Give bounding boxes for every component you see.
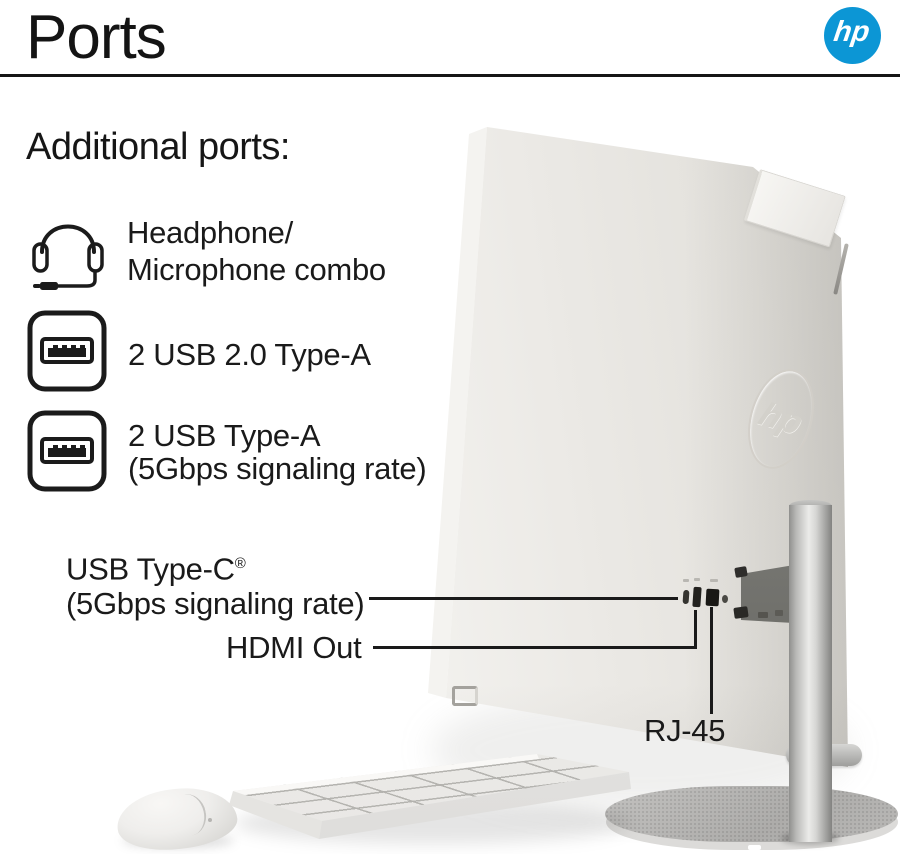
page-title: Ports	[26, 3, 167, 72]
port-label-line: 2 USB Type-A	[128, 418, 321, 453]
bracket-notch	[775, 610, 783, 616]
port-label-line: Microphone combo	[127, 252, 386, 287]
port-label-usba: 2 USB Type-A (5Gbps signaling rate)	[128, 418, 427, 486]
section-heading: Additional ports:	[26, 126, 291, 168]
usb-c-label: USB Type-C®	[66, 551, 246, 587]
registered-mark: ®	[234, 555, 246, 572]
headset-icon	[32, 224, 104, 290]
stand-base	[605, 786, 898, 842]
power-port	[722, 595, 728, 603]
hdmi-port	[692, 586, 702, 608]
usb-c-port	[682, 589, 690, 605]
port-label-line: 2 USB 2.0 Type-A	[128, 337, 371, 372]
hdmi-callout-line-vertical	[694, 610, 697, 649]
stand-pole	[789, 505, 832, 842]
port-label-line: Headphone/	[127, 215, 293, 250]
rj45-callout: RJ-45	[644, 713, 726, 748]
usb-c-callout: USB Type-C® (5Gbps signaling rate)	[66, 546, 365, 622]
bracket-notch	[758, 612, 768, 618]
usb-a-icon	[27, 310, 107, 392]
bracket-tab	[734, 566, 748, 578]
hdmi-callout-line	[373, 646, 697, 649]
hdmi-callout: HDMI Out	[226, 630, 362, 665]
hp-logo-text: hp	[831, 16, 872, 48]
port-marking	[694, 578, 700, 581]
port-label-headphone: Headphone/ Microphone combo	[127, 214, 386, 288]
stand-base-notch	[748, 845, 761, 850]
bracket-tab	[733, 606, 749, 619]
usb-c-callout-line	[369, 597, 678, 600]
mouse-side-button	[208, 818, 212, 822]
header-divider	[0, 74, 900, 77]
usb-a-icon	[27, 410, 107, 492]
port-marking	[683, 579, 689, 582]
rj45-callout-line	[710, 607, 713, 714]
port-label-usb20: 2 USB 2.0 Type-A	[128, 336, 371, 373]
port-label-line: (5Gbps signaling rate)	[128, 451, 427, 486]
port-marking	[710, 579, 718, 582]
lock-slot	[452, 686, 478, 706]
rj45-port	[705, 588, 720, 607]
usb-c-sublabel: (5Gbps signaling rate)	[66, 586, 365, 622]
hp-embossed-text: hp	[753, 395, 809, 442]
hp-logo: hp	[824, 7, 881, 64]
